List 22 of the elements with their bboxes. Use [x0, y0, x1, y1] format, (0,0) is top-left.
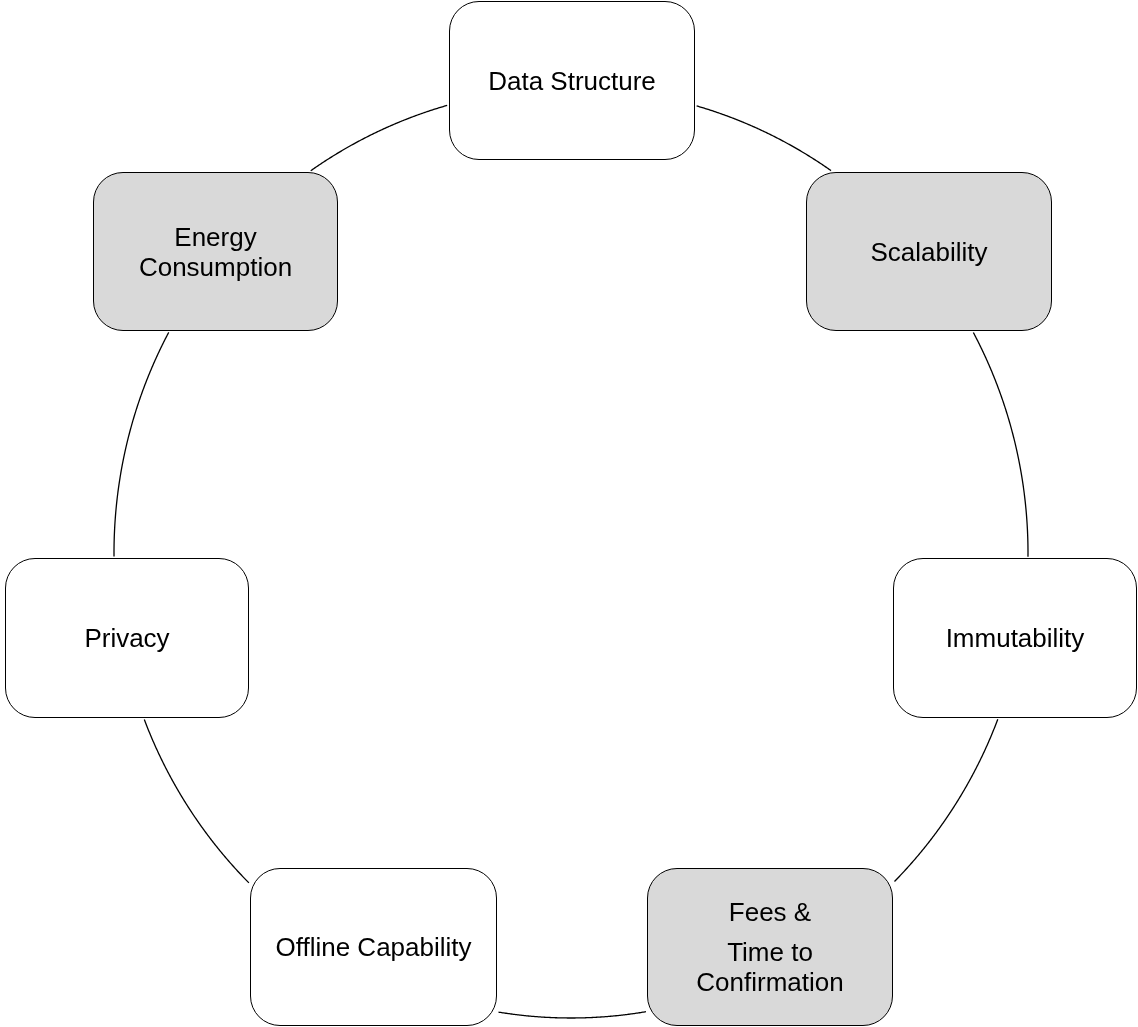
node-label: Privacy — [84, 623, 170, 653]
connector-arc — [497, 1011, 647, 1019]
rounded-box — [250, 868, 497, 1026]
node-label: Scalability — [870, 236, 988, 267]
node-label: Immutability — [945, 623, 1085, 653]
node-label: Energy Consumption — [137, 221, 294, 282]
rounded-box — [449, 1, 695, 160]
node-label: Time to Confirmation — [695, 937, 845, 997]
node-label: Fees & — [728, 897, 812, 927]
connector-arc — [696, 105, 832, 172]
node-label: Data Structure — [488, 65, 656, 96]
rounded-box — [806, 172, 1052, 331]
node-label: Offline Capability — [275, 932, 472, 962]
rounded-box — [893, 558, 1137, 718]
connector-arc — [143, 718, 250, 884]
rounded-box — [93, 172, 338, 331]
rounded-box — [647, 868, 893, 1026]
connector-arc — [310, 104, 448, 172]
connector-arc — [972, 331, 1029, 558]
rounded-box — [5, 558, 249, 718]
connector-arc — [893, 718, 999, 883]
connector-arc — [113, 331, 170, 558]
